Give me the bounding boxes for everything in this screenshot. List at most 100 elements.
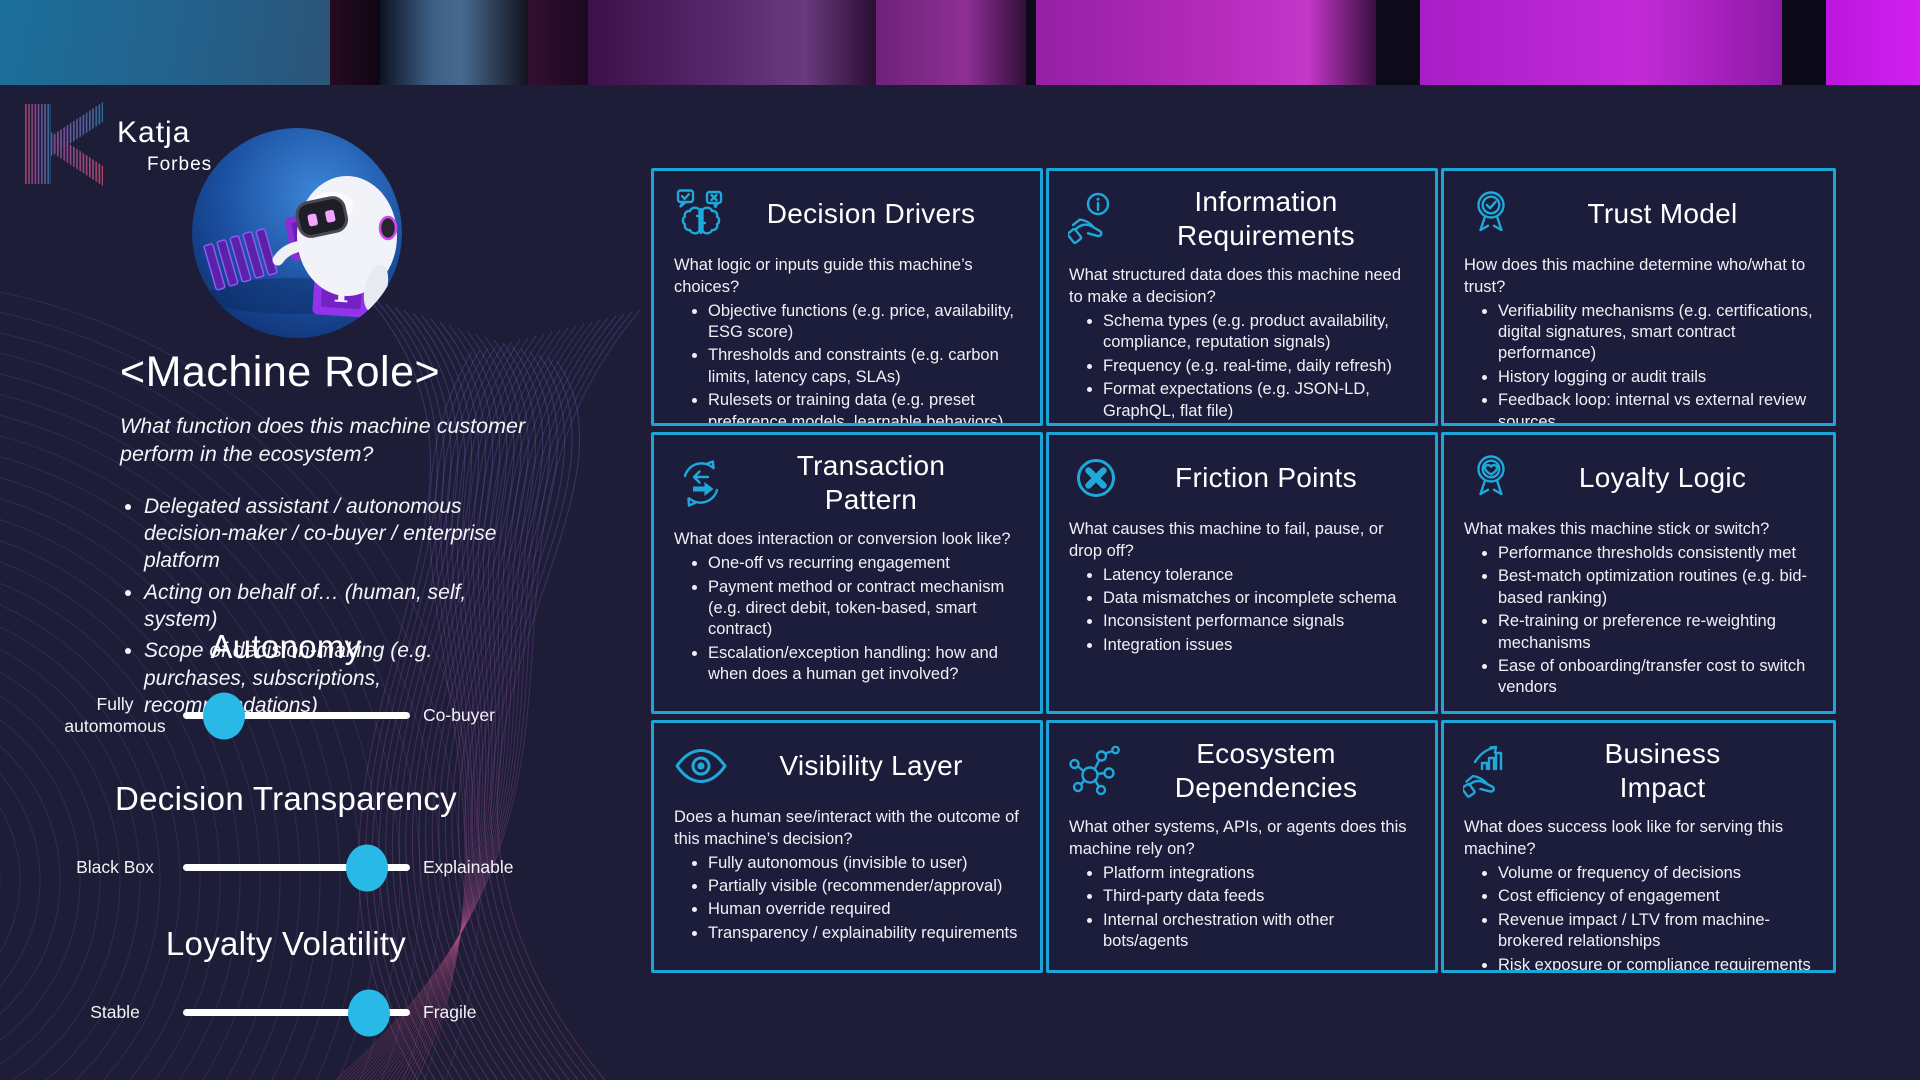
hero-section: <Machine Role> What function does this m…	[120, 348, 528, 723]
card-decision-drivers: Decision Drivers What logic or inputs gu…	[651, 168, 1043, 426]
card-question: What causes this machine to fail, pause,…	[1069, 520, 1384, 560]
card-bullets: Latency toleranceData mismatches or inco…	[1065, 565, 1419, 657]
card-title: Transaction Pattern	[796, 450, 946, 516]
card-title: Friction Points	[1175, 461, 1357, 493]
slider-title: Autonomy	[210, 628, 362, 665]
bullet-item: Format expectations (e.g. JSON-LD, Graph…	[1103, 379, 1419, 422]
bullet-item: Payment method or contract mechanism (e.…	[708, 577, 1024, 641]
card-title: Business Impact	[1604, 738, 1721, 804]
card-ecosystem-dependencies: Ecosystem Dependencies What other system…	[1046, 720, 1438, 973]
bullet-item: Escalation/exception handling: how and w…	[708, 643, 1024, 686]
bullet-item: Feedback loop: internal vs external revi…	[1498, 390, 1817, 423]
card-question: What does success look like for serving …	[1464, 818, 1784, 859]
growth-hand-icon	[1462, 743, 1520, 799]
card-visibility-layer: Visibility Layer Does a human see/intera…	[651, 720, 1043, 973]
bullet-item: One-off vs recurring engagement	[708, 553, 1024, 574]
slider-autonomy: Autonomy Fully automomous Co-buyer	[60, 628, 512, 739]
card-friction-points: Friction Points What causes this machine…	[1046, 432, 1438, 714]
info-hand-icon	[1067, 191, 1125, 247]
card-title: Loyalty Logic	[1578, 461, 1747, 493]
bullet-item: Fully autonomous (invisible to user)	[708, 853, 1024, 874]
bullet-item: Human override required	[708, 899, 1024, 920]
heart-rosette-icon	[1462, 450, 1520, 506]
card-question: How does this machine determine who/what…	[1464, 256, 1806, 296]
banner-artwork	[0, 0, 1920, 85]
banner-panel	[1782, 0, 1826, 85]
card-bullets: Objective functions (e.g. price, availab…	[670, 301, 1024, 423]
slider-knob[interactable]	[202, 692, 245, 739]
card-bullets: One-off vs recurring engagementPayment m…	[670, 553, 1024, 686]
banner-panel	[330, 0, 380, 85]
x-circle-icon	[1067, 450, 1125, 506]
banner-panel	[1420, 0, 1782, 85]
bullet-item: Partially visible (recommender/approval)	[708, 876, 1024, 897]
brand-k-mark-icon	[25, 102, 103, 186]
bullet-item: Third-party data feeds	[1103, 886, 1419, 907]
banner-panel	[588, 0, 876, 85]
sync-arrows-icon	[672, 455, 730, 511]
card-bullets: Schema types (e.g. product availability,…	[1065, 311, 1419, 422]
bullet-item: Integration issues	[1103, 635, 1419, 656]
card-bullets: Performance thresholds consistently metB…	[1460, 543, 1817, 699]
banner-panel	[0, 0, 330, 85]
brand-last-name: Forbes	[147, 154, 213, 175]
card-question: What other systems, APIs, or agents does…	[1069, 818, 1407, 859]
bullet-item: Data mismatches or incomplete schema	[1103, 588, 1419, 609]
slider-knob[interactable]	[345, 844, 388, 891]
hero-bullets: Delegated assistant / autonomous decisio…	[120, 493, 528, 719]
card-question: Does a human see/interact with the outco…	[674, 808, 1019, 848]
slider-title: Loyalty Volatility	[165, 925, 407, 962]
card-title: Information Requirements	[1177, 186, 1355, 252]
banner-panel	[1026, 0, 1036, 85]
hero-question: What function does this machine customer…	[120, 414, 526, 466]
slider-track[interactable]	[183, 989, 410, 1036]
slider-track[interactable]	[183, 692, 410, 739]
slider-decision-transparency: Decision Transparency Black Box Explaina…	[60, 780, 513, 891]
bullet-item: Risk exposure or compliance requirements	[1498, 955, 1817, 970]
bullet-item: Verifiability mechanisms (e.g. certifica…	[1498, 301, 1817, 365]
card-title: Visibility Layer	[779, 749, 963, 781]
brand-first-name: Katja	[117, 116, 191, 149]
bullet-item: Rulesets or training data (e.g. preset p…	[708, 390, 1024, 423]
slider-knob[interactable]	[348, 989, 391, 1036]
award-check-icon	[1462, 186, 1520, 242]
card-title: Decision Drivers	[766, 197, 976, 229]
bullet-item: Schema types (e.g. product availability,…	[1103, 311, 1419, 354]
bullet-item: Latency tolerance	[1103, 565, 1419, 586]
bullet-item: Revenue impact / LTV from machine-broker…	[1498, 910, 1817, 953]
eye-icon	[672, 746, 730, 786]
card-information-requirements: Information Requirements What structured…	[1046, 168, 1438, 426]
bullet-item: Frequency (e.g. real-time, daily refresh…	[1103, 356, 1419, 377]
bullet-item: Internal orchestration with other bots/a…	[1103, 910, 1419, 953]
card-transaction-pattern: Transaction Pattern What does interactio…	[651, 432, 1043, 714]
slider-left-label: Stable	[90, 1001, 140, 1022]
bullet-item: Objective functions (e.g. price, availab…	[708, 301, 1024, 344]
card-bullets: Fully autonomous (invisible to user)Part…	[670, 853, 1024, 945]
bullet-item: Platform integrations	[1103, 863, 1419, 884]
slider-right-label: Fragile	[423, 1001, 477, 1022]
card-question: What does interaction or conversion look…	[674, 530, 1011, 549]
banner-panel	[528, 0, 588, 85]
network-icon	[1067, 743, 1125, 799]
banner-panel	[380, 0, 528, 85]
slider-left-label: Black Box	[76, 856, 154, 877]
card-question: What logic or inputs guide this machine’…	[674, 256, 973, 296]
bullet-item: Inconsistent performance signals	[1103, 611, 1419, 632]
card-business-impact: Business Impact What does success look l…	[1441, 720, 1836, 973]
slider-track[interactable]	[183, 844, 410, 891]
bullet-item: Acting on behalf of… (human, self, syste…	[144, 579, 528, 634]
card-title: Trust Model	[1587, 197, 1738, 229]
bullet-item: Volume or frequency of decisions	[1498, 863, 1817, 884]
bullet-item: Ease of onboarding/transfer cost to swit…	[1498, 656, 1817, 699]
bullet-item: Re-training or preference re-weighting m…	[1498, 611, 1817, 654]
card-trust-model: Trust Model How does this machine determ…	[1441, 168, 1836, 426]
brand-logo: Katja Forbes	[25, 98, 212, 190]
slider-section: Autonomy Fully automomous Co-buyer Decis…	[60, 628, 513, 1048]
slider-loyalty-volatility: Loyalty Volatility Stable Fragile	[60, 925, 512, 1036]
card-bullets: Platform integrationsThird-party data fe…	[1065, 863, 1419, 953]
bullet-item: History logging or audit trails	[1498, 367, 1817, 388]
card-question: What structured data does this machine n…	[1069, 266, 1402, 307]
banner-panel	[1036, 0, 1376, 85]
canvas-grid: Decision Drivers What logic or inputs gu…	[651, 168, 1836, 973]
